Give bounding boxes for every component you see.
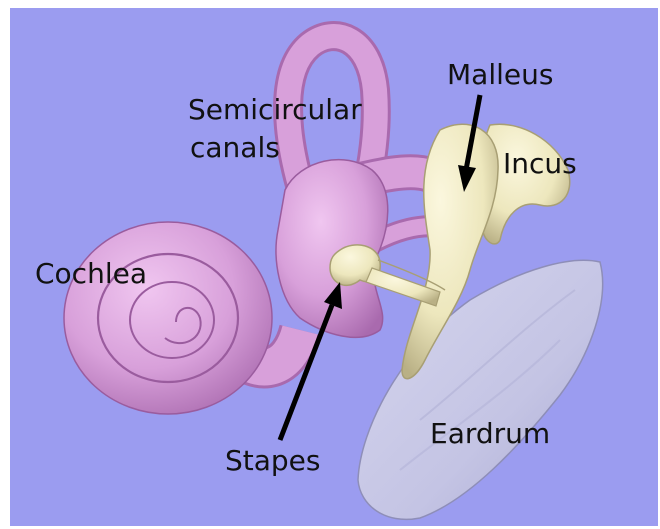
label-semicircular-line1: Semicircular xyxy=(188,93,362,126)
label-malleus: Malleus xyxy=(447,58,553,91)
label-stapes: Stapes xyxy=(225,444,321,477)
label-cochlea: Cochlea xyxy=(35,257,147,290)
label-eardrum: Eardrum xyxy=(430,417,550,450)
label-semicircular-line2: canals xyxy=(190,131,280,164)
label-incus: Incus xyxy=(503,147,577,180)
